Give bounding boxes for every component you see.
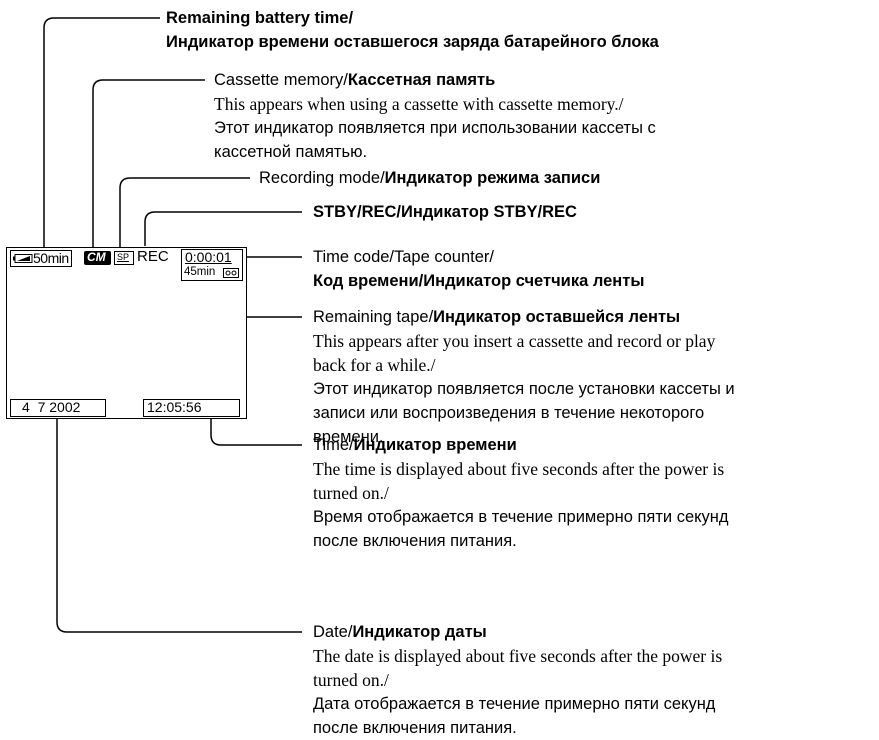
- cassette-memory-label: Cassette memory/Кассетная память: [214, 68, 495, 92]
- cassette-memory-desc-en: This appears when using a cassette with …: [214, 94, 624, 114]
- leader-time: [210, 417, 302, 446]
- time-code-label-1: Time code/Tape counter/: [313, 248, 494, 266]
- cassette-memory-mark-text: CM: [87, 250, 106, 264]
- remaining-tape-desc-ru-1: Этот индикатор появляется после установк…: [313, 380, 735, 398]
- battery-minutes: 50min: [33, 250, 69, 266]
- leader-recording-mode: [119, 177, 250, 248]
- date-label-en: Date/: [313, 623, 353, 641]
- cassette-memory-mark: CM: [84, 250, 111, 265]
- remaining-tape-desc-en-1: This appears after you insert a cassette…: [313, 331, 716, 351]
- date-box: [10, 399, 106, 417]
- cassette-memory-label-en: Cassette memory/: [214, 71, 348, 89]
- date-label: Date/Индикатор даты: [313, 620, 487, 644]
- sp-mode-mark-text: SP: [117, 252, 130, 262]
- stby-rec-label: STBY/REC/Индикатор STBY/REC: [313, 203, 577, 221]
- leader-battery: [43, 17, 160, 252]
- time-desc-ru-2: после включения питания.: [313, 532, 517, 550]
- date-desc-ru-1: Дата отображается в течение примерно пят…: [313, 695, 716, 713]
- battery-label-en: Remaining battery time/: [166, 9, 354, 27]
- date-desc-ru-2: после включения питания.: [313, 719, 517, 737]
- battery-icon: [13, 254, 33, 263]
- leader-cassette-memory: [92, 79, 205, 252]
- time-desc-en-2: turned on./: [313, 483, 389, 503]
- time-box: [143, 399, 240, 417]
- date-desc-en-2: turned on./: [313, 670, 389, 690]
- recording-mode-label-ru: Индикатор режима записи: [384, 169, 601, 187]
- cassette-icon: [223, 268, 239, 278]
- sp-mode-mark: SP: [114, 251, 134, 265]
- remaining-tape-desc-ru-2: записи или воспроизведения в течение нек…: [313, 404, 705, 422]
- cassette-memory-label-ru: Кассетная память: [347, 71, 496, 89]
- date-label-ru: Индикатор даты: [352, 623, 487, 641]
- time-desc-ru-1: Время отображается в течение примерно пя…: [313, 508, 729, 526]
- remaining-tape-label-ru: Индикатор оставшейся ленты: [433, 308, 681, 326]
- cassette-memory-desc-ru-1: Этот индикатор появляется при использова…: [214, 119, 656, 137]
- time-desc-en-1: The time is displayed about five seconds…: [313, 459, 725, 479]
- recording-mode-label-en: Recording mode/: [259, 169, 385, 187]
- time-label: Time/Индикатор времени: [313, 433, 517, 457]
- battery-indicator: 50min: [10, 250, 72, 267]
- remaining-tape-label-en: Remaining tape/: [313, 308, 434, 326]
- cassette-memory-desc-ru-2: кассетной памятью.: [214, 143, 368, 161]
- time-label-ru: Индикатор времени: [353, 436, 517, 454]
- remaining-tape-desc-ru-3: времени.: [313, 428, 384, 446]
- battery-label-ru: Индикатор времени оставшегося заряда бат…: [166, 33, 659, 51]
- remaining-tape-label: Remaining tape/Индикатор оставшейся лент…: [313, 305, 680, 329]
- date-desc-en-1: The date is displayed about five seconds…: [313, 646, 723, 666]
- leader-date: [56, 417, 302, 633]
- remaining-tape-value: 45min: [184, 266, 216, 278]
- time-value: 12:05:56: [147, 399, 202, 415]
- leader-stby-rec: [144, 211, 302, 246]
- date-value: 4 7 2002: [22, 399, 81, 415]
- rec-indicator: REC: [137, 248, 169, 265]
- recording-mode-label: Recording mode/Индикатор режима записи: [259, 166, 600, 190]
- time-code-label-2: Код времени/Индикатор счетчика ленты: [313, 272, 645, 290]
- remaining-tape-desc-en-2: back for a while./: [313, 355, 436, 375]
- tape-counter-value: 0:00:01: [185, 249, 232, 265]
- time-label-en: Time/: [313, 436, 354, 454]
